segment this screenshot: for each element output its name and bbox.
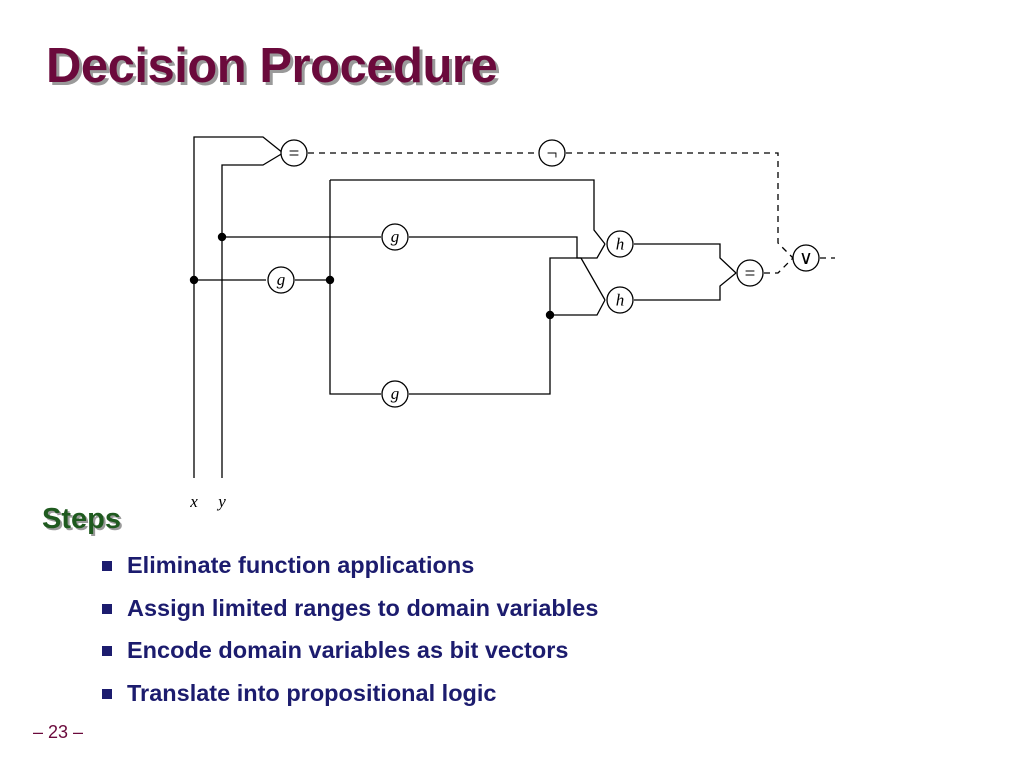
step-text: Encode domain variables as bit vectors	[127, 637, 569, 663]
steps-list: Eliminate function applications Assign l…	[100, 548, 598, 718]
page-number: – 23 –	[33, 722, 84, 742]
list-item: Translate into propositional logic	[100, 676, 598, 719]
wire-h-lower-out	[634, 272, 737, 301]
or-label: ∨	[799, 248, 813, 269]
eq-top-node: =	[280, 139, 308, 167]
g-lower-node: g	[381, 380, 409, 408]
g-upper-label: g	[391, 227, 400, 246]
bullet-square-icon	[102, 603, 112, 614]
eq-top-label: =	[289, 144, 300, 165]
step-text: Assign limited ranges to domain variable…	[127, 594, 599, 621]
slide-title: Decision Procedure	[46, 39, 498, 93]
wire-g-left-to-h-upper	[330, 179, 606, 245]
list-item: Encode domain variables as bit vectors	[100, 633, 598, 676]
h-lower-node: h	[606, 286, 634, 314]
or-node: ∨	[792, 244, 820, 272]
steps-heading: Steps	[42, 503, 121, 535]
input-label-y: y	[216, 492, 226, 511]
wire-x	[193, 136, 284, 478]
step-text: Translate into propositional logic	[127, 679, 497, 706]
g-left-label: g	[277, 270, 286, 289]
h-upper-node: h	[606, 230, 634, 258]
bullet-square-icon	[102, 646, 112, 656]
wire-not-to-or	[566, 152, 794, 259]
not-label: ¬	[547, 144, 558, 165]
bullet-square-icon	[102, 688, 112, 699]
list-item: Assign limited ranges to domain variable…	[100, 591, 598, 634]
junction-dot-g-left	[325, 275, 335, 285]
g-upper-node: g	[381, 223, 409, 251]
junction-dot-g-lower	[545, 310, 555, 320]
wire-h-upper-out	[634, 243, 737, 274]
bullet-square-icon	[102, 561, 112, 571]
input-label-x: x	[189, 492, 198, 511]
not-node: ¬	[538, 139, 566, 167]
h-upper-label: h	[616, 235, 625, 254]
wire-g-left-bus	[329, 180, 381, 395]
g-left-node: g	[267, 266, 295, 294]
wire-y	[221, 152, 284, 478]
wire-g-lower-out	[409, 243, 606, 395]
junction-dot-x	[189, 275, 199, 285]
eq-right-label: =	[745, 264, 756, 285]
step-text: Eliminate function applications	[127, 552, 475, 578]
h-lower-label: h	[616, 291, 625, 310]
eq-right-node: =	[736, 259, 764, 287]
list-item: Eliminate function applications	[100, 548, 598, 591]
wire-eq-right-to-or	[764, 257, 794, 274]
junction-dot-y	[217, 232, 227, 242]
g-lower-label: g	[391, 384, 400, 403]
